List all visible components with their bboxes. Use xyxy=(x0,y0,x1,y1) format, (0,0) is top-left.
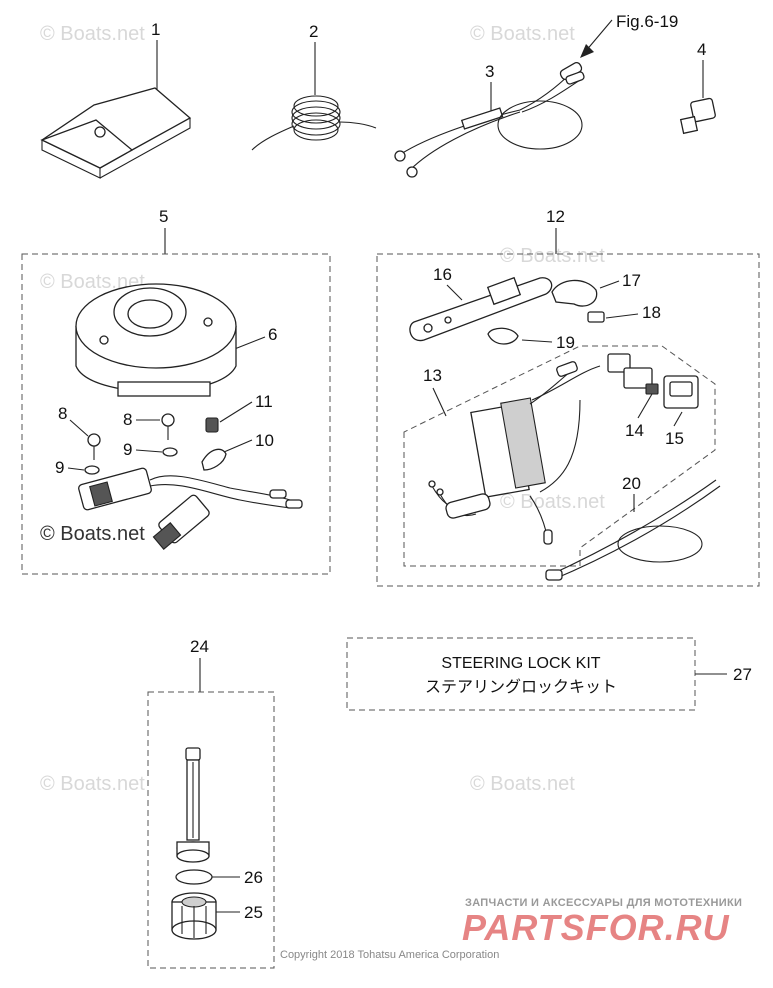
kit-title-en: STEERING LOCK KIT xyxy=(441,655,600,672)
callout-9b: 9 xyxy=(123,440,132,459)
watermark: © Boats.net xyxy=(40,271,145,293)
part-1-pouch: 1 xyxy=(40,20,192,179)
watermark: © Boats.net xyxy=(40,23,145,45)
callout-1: 1 xyxy=(151,20,160,39)
watermarks: © Boats.net © Boats.net © Boats.net © Bo… xyxy=(40,23,605,795)
watermark: © Boats.net xyxy=(470,773,575,795)
callout-12: 12 xyxy=(546,207,565,226)
callout-14: 14 xyxy=(625,421,644,440)
callout-20: 20 xyxy=(622,474,641,493)
callout-4: 4 xyxy=(697,40,706,59)
kit-title-jp: ステアリングロックキット xyxy=(425,678,617,696)
callout-17: 17 xyxy=(622,271,641,290)
part-2-coil: 2 xyxy=(251,22,377,151)
group-12: 12 16 17 18 19 13 xyxy=(376,207,760,587)
callout-26: 26 xyxy=(244,868,263,887)
callout-2: 2 xyxy=(309,22,318,41)
watermark: © Boats.net xyxy=(40,773,145,795)
arrow-icon xyxy=(580,44,594,58)
callout-8b: 8 xyxy=(123,410,132,429)
group-24: 24 26 25 xyxy=(147,637,275,969)
callout-5: 5 xyxy=(159,207,168,226)
callout-11: 11 xyxy=(255,392,273,411)
watermark: © Boats.net xyxy=(500,245,605,267)
watermark: © Boats.net xyxy=(470,23,575,45)
callout-9a: 9 xyxy=(55,458,64,477)
callout-16: 16 xyxy=(433,265,452,284)
callout-27: 27 xyxy=(733,665,752,684)
callout-13: 13 xyxy=(423,366,442,385)
callout-18: 18 xyxy=(642,303,661,322)
brand-logo: ЗАПЧАСТИ И АКСЕССУАРЫ ДЛЯ МОТОТЕХНИКИ PA… xyxy=(462,897,742,948)
watermark-dark: © Boats.net xyxy=(40,523,145,545)
callout-6: 6 xyxy=(268,325,277,344)
callout-8a: 8 xyxy=(58,404,67,423)
callout-10: 10 xyxy=(255,431,274,450)
steering-lock-kit: STEERING LOCK KIT ステアリングロックキット 27 xyxy=(346,637,752,711)
copyright: Copyright 2018 Tohatsu America Corporati… xyxy=(280,949,499,961)
part-4-cap: 4 xyxy=(679,40,716,135)
brand-tagline: ЗАПЧАСТИ И АКСЕССУАРЫ ДЛЯ МОТОТЕХНИКИ xyxy=(465,897,742,909)
callout-3: 3 xyxy=(485,62,494,81)
group-5: 5 6 8 8 9 9 11 10 xyxy=(21,207,331,575)
callout-15: 15 xyxy=(665,429,684,448)
callout-25: 25 xyxy=(244,903,263,922)
callout-19: 19 xyxy=(556,333,575,352)
brand-name: PARTSFOR.RU xyxy=(462,907,730,948)
callout-24: 24 xyxy=(190,637,209,656)
watermark: © Boats.net xyxy=(500,491,605,513)
figure-ref: Fig.6-19 xyxy=(616,12,678,31)
part-3-harness: 3 Fig.6-19 xyxy=(394,12,678,178)
